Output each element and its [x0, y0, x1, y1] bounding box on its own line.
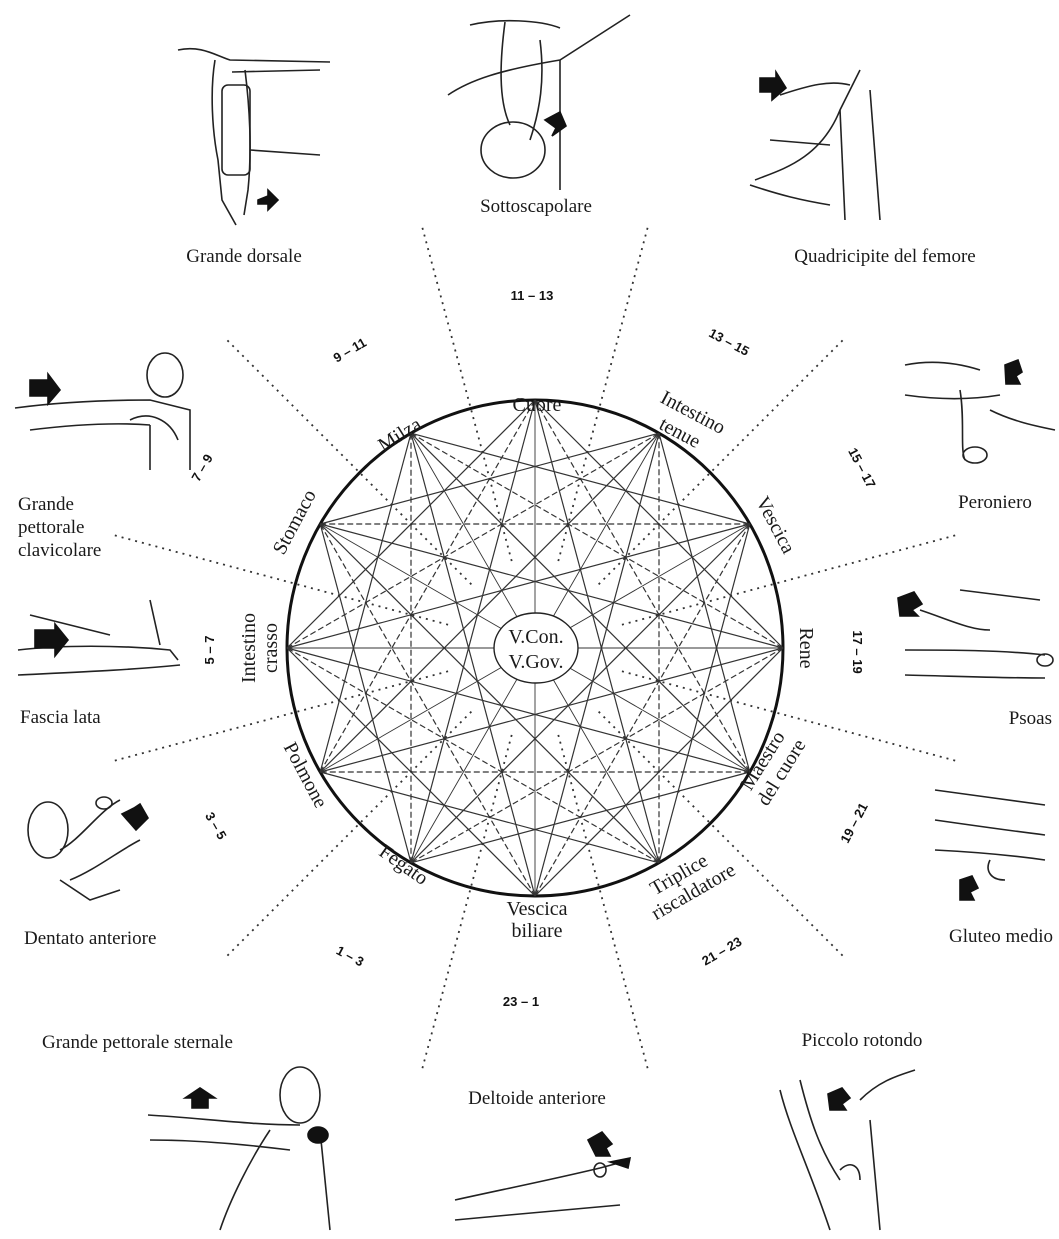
star-line	[320, 523, 784, 649]
muscle-grande-pettorale-clav-3: clavicolare	[18, 540, 101, 561]
organ-cuore: Cuore	[513, 394, 562, 416]
sector-divider-line	[557, 222, 650, 562]
center-ellipse	[493, 612, 579, 684]
hours-13-15: 13 – 15	[706, 325, 751, 359]
sottoscapolare-figure-icon	[447, 14, 631, 190]
organ-vescica-biliare-2: biliare	[511, 920, 562, 942]
spoke-line	[534, 433, 660, 649]
psoas-figure-icon	[897, 589, 1054, 679]
spoke-line	[410, 647, 536, 863]
muscle-dentato-anteriore: Dentato anteriore	[24, 928, 156, 949]
hours-1-3: 1 – 3	[334, 943, 367, 970]
muscle-gluteo-medio: Gluteo medio	[949, 926, 1053, 947]
organ-milza: Milza	[374, 413, 425, 456]
sector-divider-line	[621, 670, 961, 763]
hours-23-1: 23 – 1	[503, 994, 539, 1009]
muscle-peroniero: Peroniero	[958, 492, 1032, 513]
sector-divider-line	[109, 533, 449, 626]
muscle-grande-pettorale-clav-2: pettorale	[18, 517, 84, 538]
muscle-grande-pettorale-sternale: Grande pettorale sternale	[42, 1032, 233, 1053]
sector-divider-line	[109, 670, 449, 763]
dentato-figure-icon	[27, 796, 149, 901]
hours-3-5: 3 – 5	[202, 809, 229, 842]
fascia-lata-figure-icon	[17, 599, 181, 676]
muscle-quadricipite: Quadricipite del femore	[794, 246, 975, 267]
peroniero-figure-icon	[904, 358, 1056, 464]
gluteo-medio-figure-icon	[934, 789, 1046, 901]
hours-11-13: 11 – 13	[511, 288, 554, 303]
sector-divider-line	[223, 336, 472, 585]
sector-divider-line	[598, 336, 847, 585]
organ-fegato: Fegato	[375, 840, 432, 889]
hours-21-23: 21 – 23	[699, 934, 744, 969]
star-line	[410, 523, 751, 864]
muscle-grande-dorsale: Grande dorsale	[186, 246, 302, 267]
organ-rene: Rene	[795, 627, 817, 668]
star-line	[319, 523, 660, 864]
hours-15-17: 15 – 17	[845, 445, 879, 490]
hours-19-21: 19 – 21	[837, 800, 871, 845]
organ-intestino-crasso-1: Intestino	[238, 613, 260, 683]
star-line	[286, 523, 750, 649]
spoke-line	[534, 647, 660, 863]
hours-9-11: 9 – 11	[331, 335, 369, 366]
meridian-star-lines	[286, 399, 784, 897]
star-line	[410, 399, 536, 863]
sector-divider-line	[598, 711, 847, 960]
sector-divider-line	[420, 734, 513, 1074]
spoke-line	[410, 433, 536, 649]
star-line	[534, 399, 660, 863]
hours-17-19: 17 – 19	[850, 630, 865, 673]
sector-divider-line	[420, 222, 513, 562]
star-line	[410, 432, 751, 773]
spoke-line	[320, 523, 536, 649]
grande-dorsale-figure-icon	[177, 47, 331, 226]
star-line	[286, 647, 750, 773]
organ-stomaco: Stomaco	[269, 486, 321, 558]
deltoide-figure-icon	[454, 1130, 632, 1221]
quadricipite-figure-icon	[749, 69, 881, 221]
piccolo-rotondo-figure-icon	[779, 1069, 916, 1231]
muscle-grande-pettorale-clav-1: Grande	[18, 494, 74, 515]
muscle-sottoscapolare: Sottoscapolare	[480, 196, 592, 217]
grande-pettorale-sternale-figure-icon	[147, 1066, 331, 1231]
center-label-con: V.Con.	[508, 626, 563, 648]
sector-divider-line	[223, 711, 472, 960]
star-line	[320, 647, 784, 773]
hours-5-7: 5 – 7	[202, 636, 217, 665]
star-line	[534, 433, 660, 897]
organ-vescica-biliare-1: Vescica	[506, 898, 567, 920]
grande-pettorale-clavicolare-figure-icon	[14, 352, 191, 470]
spoke-line	[320, 647, 536, 773]
muscle-fascia-lata: Fascia lata	[20, 707, 101, 728]
sector-dividers	[109, 222, 961, 1074]
star-line	[410, 433, 536, 897]
muscle-deltoide-anteriore: Deltoide anteriore	[468, 1088, 606, 1109]
muscle-psoas: Psoas	[1009, 708, 1052, 729]
sector-divider-line	[621, 533, 961, 626]
center-label-gov: V.Gov.	[508, 651, 563, 673]
star-line	[319, 432, 660, 773]
organ-intestino-crasso-2: crasso	[260, 623, 282, 673]
sector-divider-line	[557, 734, 650, 1074]
muscle-piccolo-rotondo: Piccolo rotondo	[802, 1030, 923, 1051]
hours-7-9: 7 – 9	[188, 451, 215, 484]
organ-vescica: Vescica	[751, 493, 799, 557]
